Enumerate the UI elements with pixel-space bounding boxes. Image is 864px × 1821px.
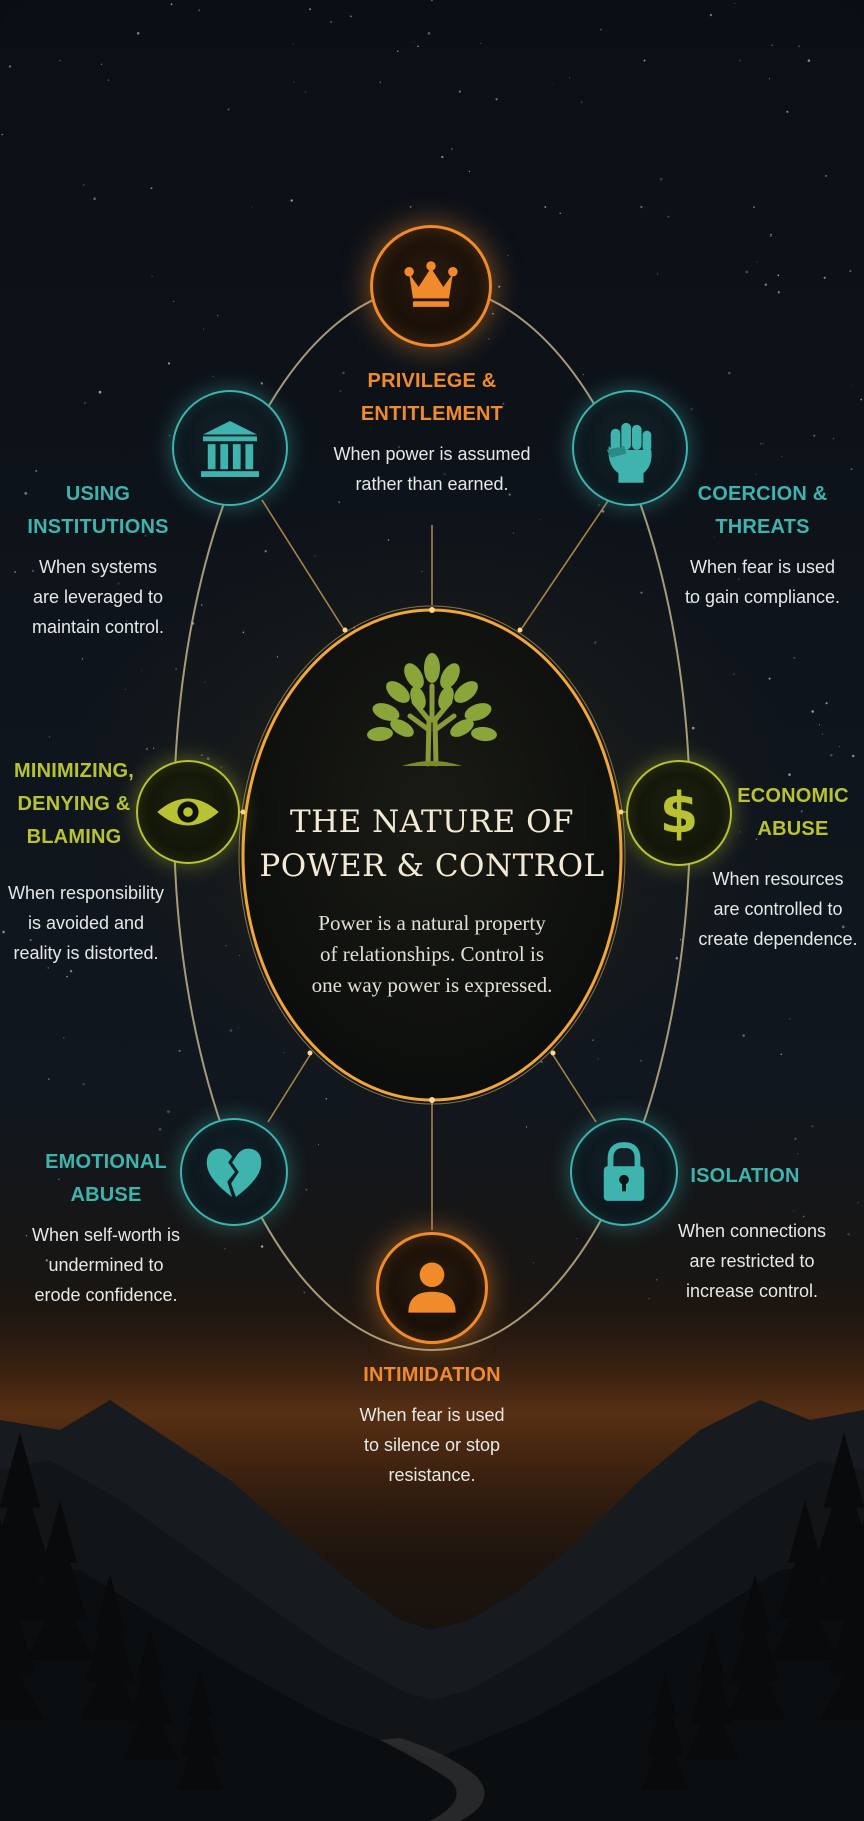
institutions-label: USING INSTITUTIONS When systems are leve… — [12, 478, 184, 642]
isolation-label: ISOLATION — [660, 1160, 830, 1193]
economic-desc-wrap: When resources are controlled to create … — [692, 856, 864, 954]
institution-icon — [172, 390, 288, 506]
isolation-desc-wrap: When connections are restricted to incre… — [660, 1208, 844, 1306]
intimidation-title: INTIMIDATION — [363, 1364, 501, 1386]
lock-icon — [570, 1118, 678, 1226]
person-icon — [376, 1232, 488, 1344]
intimidation-description: When fear is used to silence or stop res… — [359, 1405, 505, 1485]
coercion-description: When fear is used to gain compliance. — [684, 557, 841, 607]
intimidation-label: INTIMIDATION When fear is used to silenc… — [282, 1359, 582, 1490]
emotional-title: EMOTIONAL ABUSE — [45, 1151, 167, 1206]
privilege-label: PRIVILEGE & ENTITLEMENT When power is as… — [262, 365, 602, 499]
economic-title-wrap: ECONOMIC ABUSE — [728, 780, 858, 846]
isolation-description: When connections are restricted to incre… — [677, 1221, 827, 1301]
minimizing-title-wrap: MINIMIZING, DENYING & BLAMING — [4, 755, 144, 854]
dollar-icon: $ — [626, 760, 732, 866]
minimizing-title: MINIMIZING, DENYING & BLAMING — [14, 760, 134, 848]
coercion-label: COERCION & THREATS When fear is used to … — [670, 478, 855, 612]
minimizing-description: When responsibility is avoided and reali… — [7, 883, 165, 963]
economic-description: When resources are controlled to create … — [698, 869, 858, 949]
fist-icon — [572, 390, 688, 506]
isolation-title: ISOLATION — [690, 1165, 800, 1187]
economic-title: ECONOMIC ABUSE — [737, 785, 849, 840]
institutions-description: When systems are leveraged to maintain c… — [31, 557, 165, 637]
minimizing-desc-wrap: When responsibility is avoided and reali… — [2, 870, 170, 968]
emotional-label: EMOTIONAL ABUSE When self-worth is under… — [16, 1146, 196, 1310]
center-description: Power is a natural property of relations… — [311, 911, 553, 997]
institutions-title: USING INSTITUTIONS — [27, 483, 169, 538]
center-title: THE NATURE OF POWER & CONTROL — [259, 804, 605, 884]
emotional-description: When self-worth is undermined to erode c… — [31, 1225, 181, 1305]
broken-heart-icon — [180, 1118, 288, 1226]
pine-trees — [0, 1432, 864, 1790]
eye-icon — [136, 760, 240, 864]
privilege-description: When power is assumed rather than earned… — [333, 444, 531, 494]
crown-icon — [370, 225, 492, 347]
svg-text:$: $ — [660, 781, 699, 846]
coercion-title: COERCION & THREATS — [697, 483, 828, 538]
privilege-title: PRIVILEGE & ENTITLEMENT — [360, 370, 504, 425]
